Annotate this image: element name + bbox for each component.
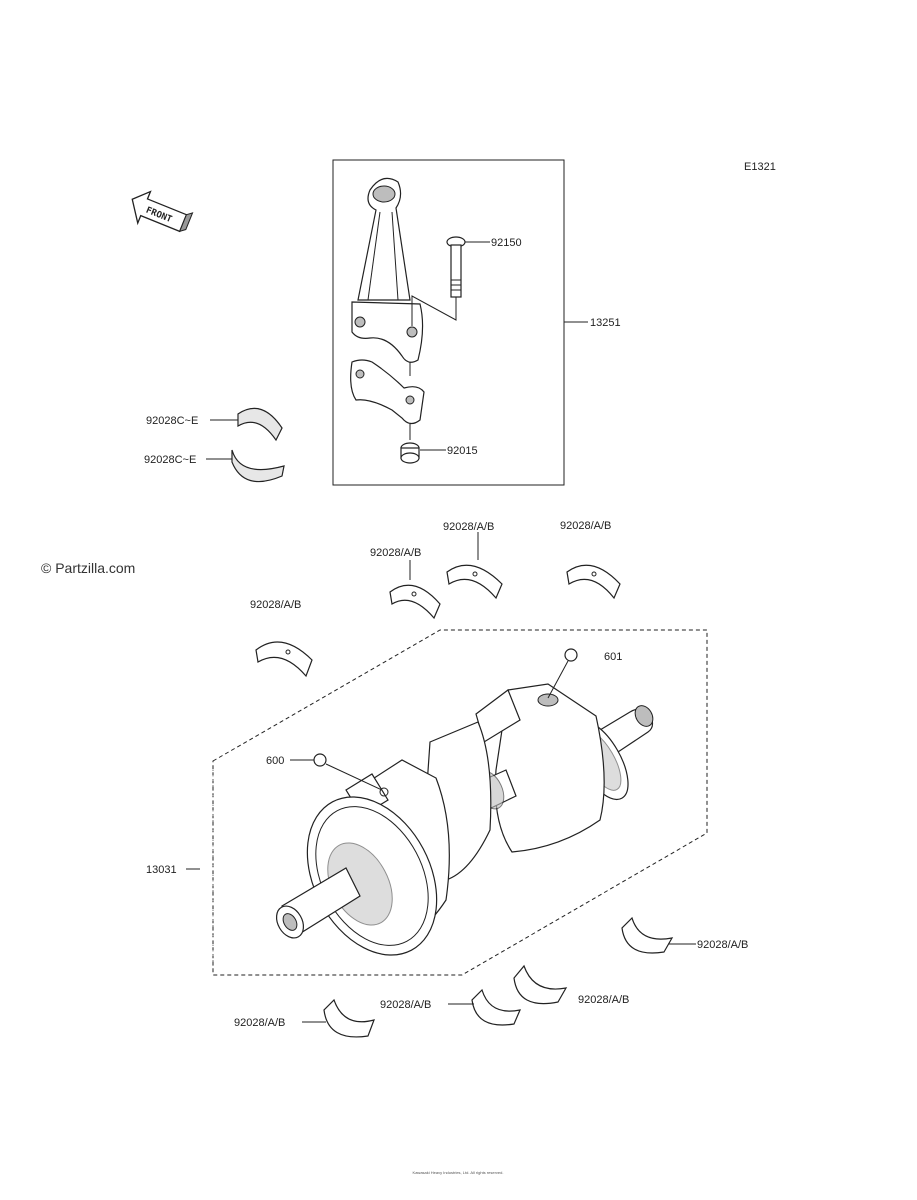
label-main-bearing-5: 92028/A/B [697,939,748,951]
rod-bearing-upper [237,407,283,442]
label-92150: 92150 [491,237,522,249]
leader-line [547,660,569,699]
main-bearing-4 [566,564,621,600]
diagram-code: E1321 [744,161,776,173]
footer-copyright: Kawasaki Heavy Industries, Ltd. All righ… [413,1170,504,1175]
label-rod-bearing-lower: 92028C~E [144,454,196,466]
crankshaft [275,683,654,956]
label-600: 600 [266,755,284,767]
label-rod-bearing-upper: 92028C~E [146,415,198,427]
watermark: © Partzilla.com [41,560,135,576]
main-bearing-3 [446,564,503,600]
label-601: 601 [604,651,622,663]
label-13251: 13251 [590,317,621,329]
connecting-rod-cap [350,359,425,425]
mark-601-dot [564,648,578,662]
main-bearing-8 [323,998,375,1038]
main-bearing-1 [255,641,313,678]
nut-92015 [400,442,420,464]
bolt-guide-line [411,295,457,326]
main-bearing-6 [513,964,568,1005]
front-arrow-icon: FRONT [131,190,194,233]
rod-bearing-lower [231,449,285,483]
label-main-bearing-1: 92028/A/B [250,599,301,611]
label-main-bearing-6: 92028/A/B [578,994,629,1006]
crankshaft-box [212,629,708,976]
main-bearing-5 [621,916,674,954]
main-bearing-7 [471,988,522,1026]
connecting-rod [351,177,424,363]
label-main-bearing-7: 92028/A/B [380,999,431,1011]
mark-600-dot [313,753,327,767]
label-main-bearing-2: 92028/A/B [370,547,421,559]
label-13031: 13031 [146,864,177,876]
main-bearing-2 [389,584,441,620]
label-main-bearing-8: 92028/A/B [234,1017,285,1029]
label-main-bearing-4: 92028/A/B [560,520,611,532]
bolt-92150 [446,236,466,298]
label-main-bearing-3: 92028/A/B [443,521,494,533]
leader-line [325,763,383,791]
label-92015: 92015 [447,445,478,457]
